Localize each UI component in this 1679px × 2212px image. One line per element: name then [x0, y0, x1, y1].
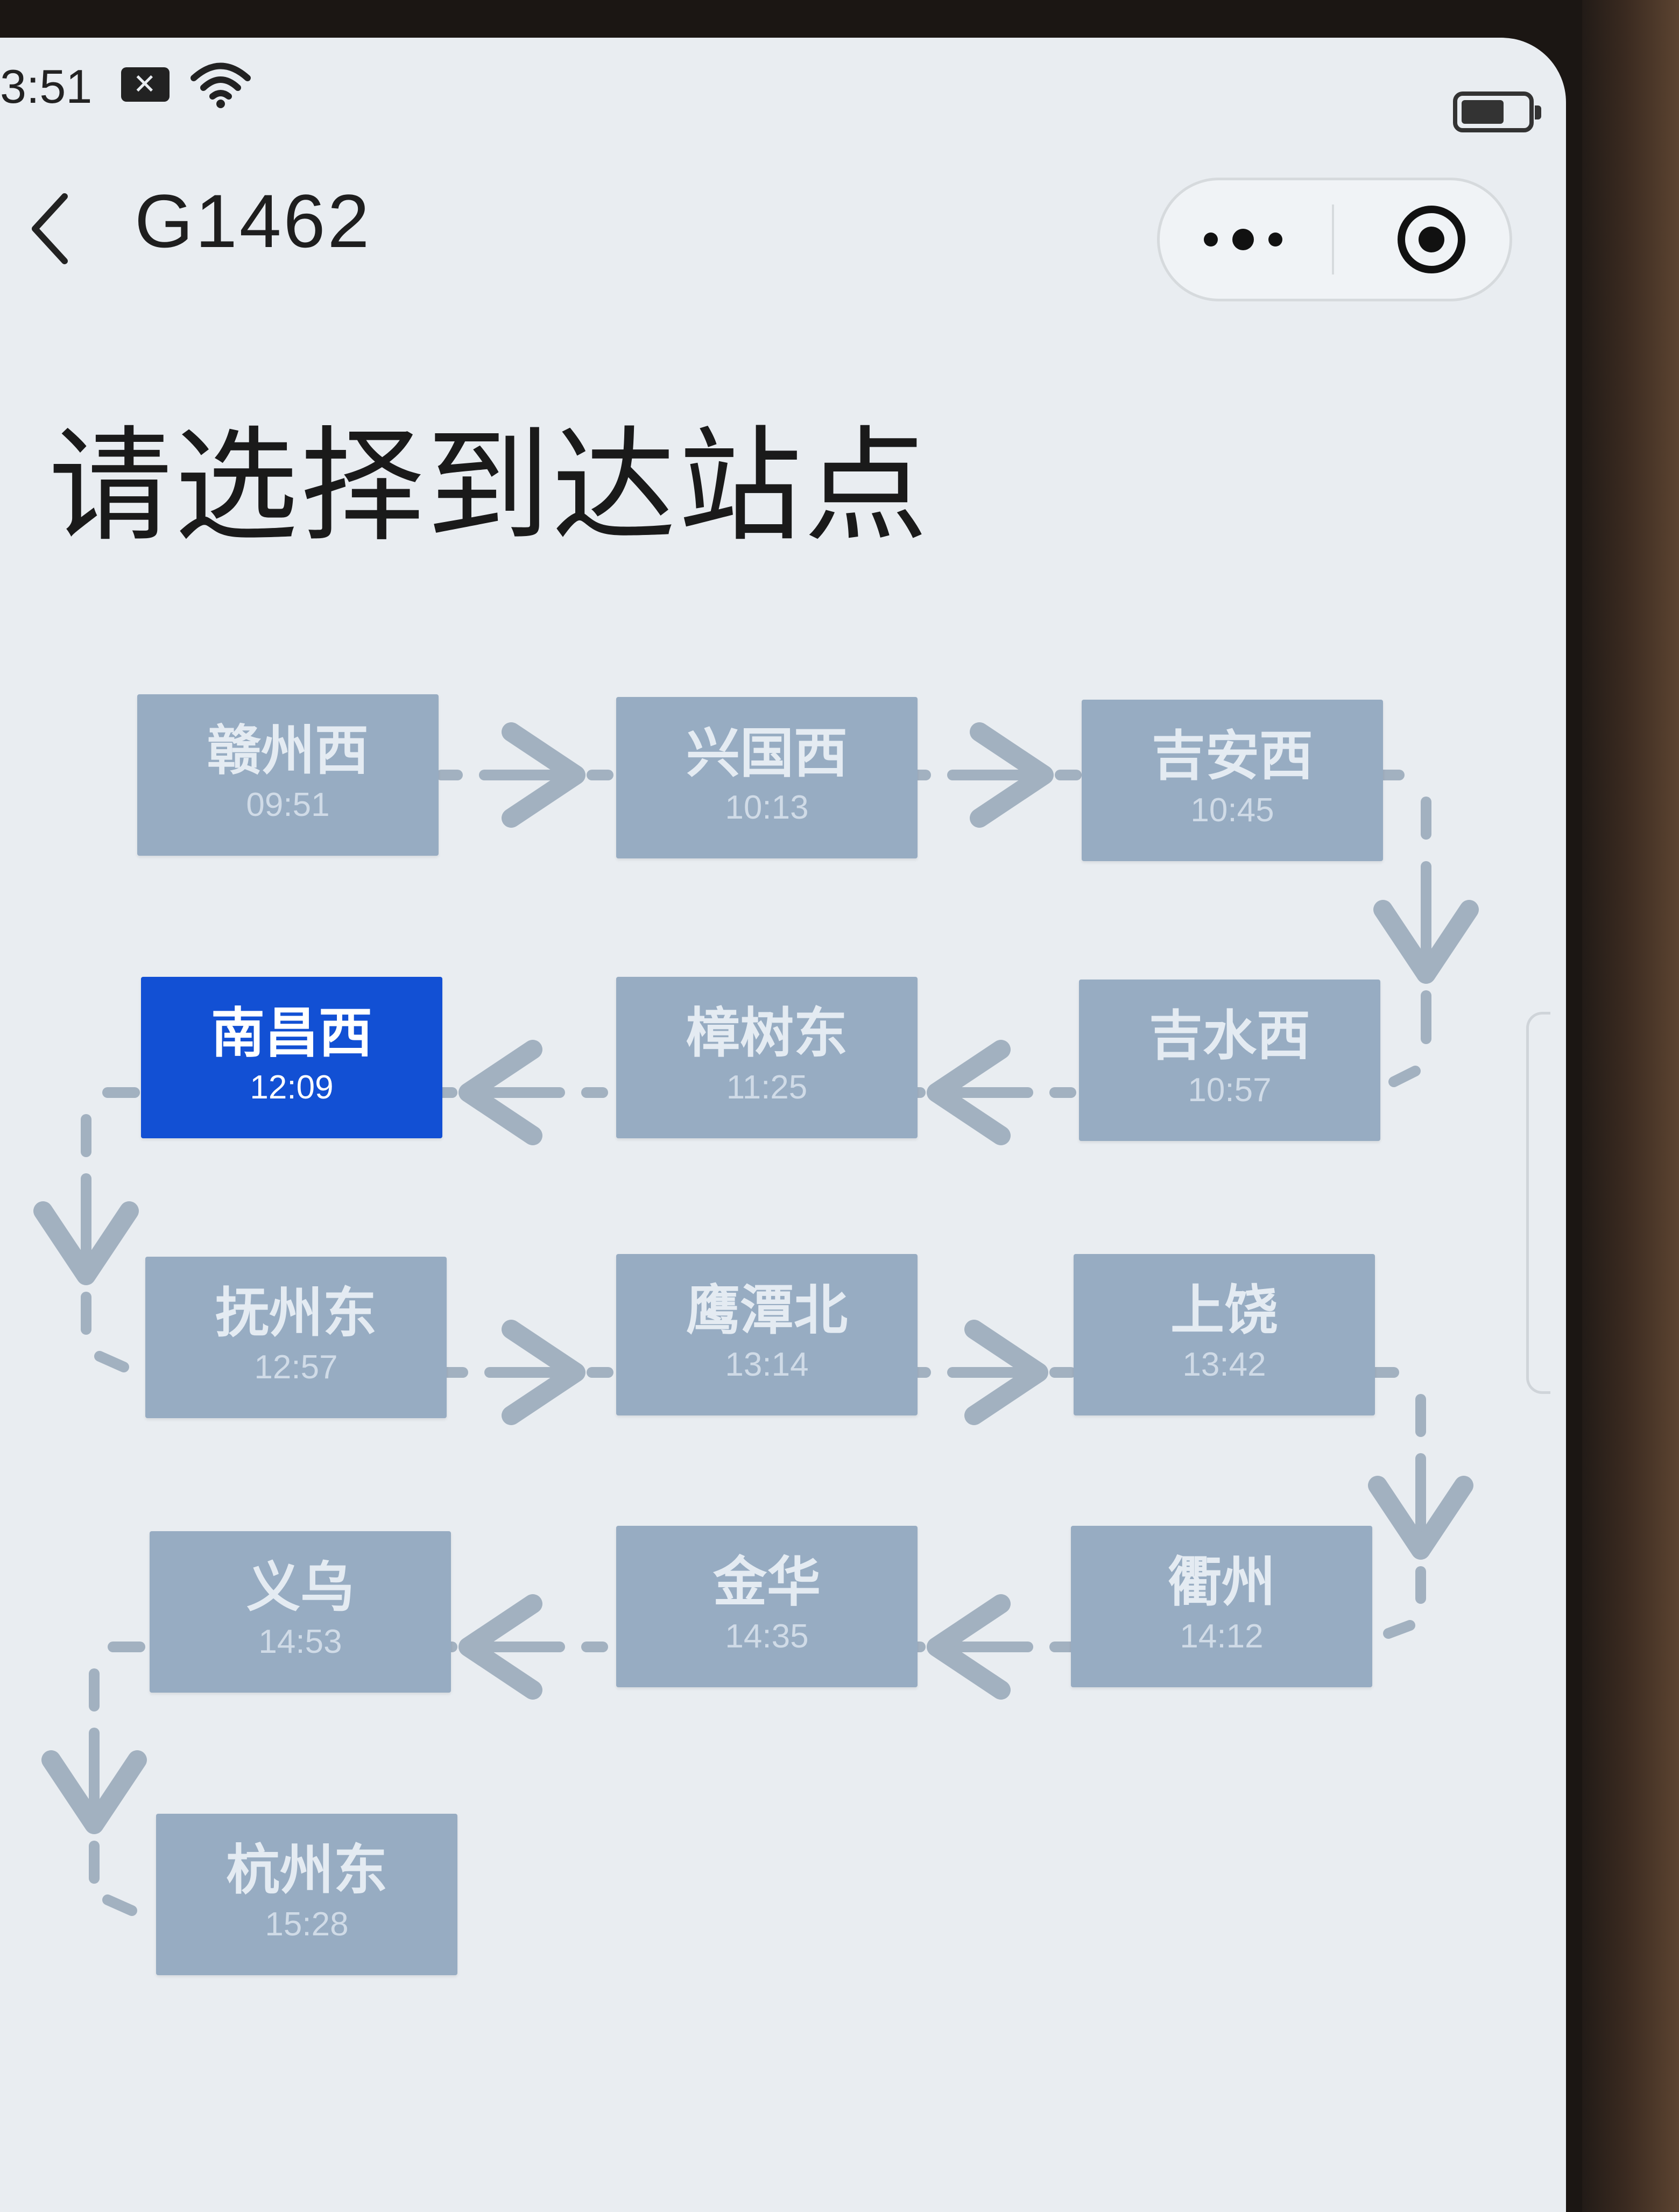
- station-tile[interactable]: 吉水西 10:57: [1079, 980, 1380, 1141]
- wifi-icon: [191, 62, 251, 108]
- phone-bezel: [1582, 0, 1679, 2212]
- station-tile[interactable]: 鹰潭北 13:14: [616, 1254, 918, 1415]
- station-time: 14:12: [1180, 1618, 1264, 1655]
- more-icon[interactable]: [1181, 205, 1305, 274]
- station-tile[interactable]: 义乌 14:53: [150, 1531, 451, 1693]
- station-name: 杭州东: [226, 1838, 387, 1901]
- station-tile[interactable]: 樟树东 11:25: [616, 977, 918, 1138]
- battery-icon: [1453, 91, 1541, 132]
- station-time: 11:25: [726, 1069, 808, 1106]
- station-tile[interactable]: 赣州西 09:51: [137, 694, 439, 856]
- station-time: 10:57: [1188, 1072, 1272, 1109]
- close-target-icon[interactable]: [1391, 199, 1472, 280]
- station-time: 13:14: [725, 1346, 809, 1383]
- station-name: 金华: [713, 1551, 821, 1614]
- station-time: 15:28: [265, 1906, 349, 1943]
- station-time: 10:13: [725, 789, 809, 826]
- station-tile[interactable]: 上饶 13:42: [1074, 1254, 1375, 1415]
- app-screen: 3:51 G1462 请选择到达站点: [0, 38, 1566, 2212]
- notification-x-icon: [121, 67, 170, 102]
- station-name: 上饶: [1170, 1279, 1278, 1342]
- station-tile[interactable]: 吉安西 10:45: [1082, 700, 1383, 861]
- station-tile[interactable]: 衢州 14:12: [1071, 1526, 1372, 1687]
- station-name: 南昌西: [211, 1002, 372, 1065]
- station-tile[interactable]: 抚州东 12:57: [145, 1257, 447, 1418]
- station-tile-selected[interactable]: 南昌西 12:09: [141, 977, 442, 1138]
- station-tile[interactable]: 金华 14:35: [616, 1526, 918, 1687]
- station-name: 赣州西: [207, 719, 369, 782]
- station-name: 兴国西: [686, 722, 848, 785]
- station-time: 12:09: [250, 1069, 334, 1106]
- station-time: 10:45: [1190, 792, 1274, 829]
- turn-down-left: [33, 1087, 140, 1372]
- turn-down-right: [1372, 770, 1479, 1087]
- capsule-divider: [1332, 205, 1334, 274]
- page-heading: 请选择到达站点: [48, 415, 930, 559]
- station-time: 09:51: [246, 786, 330, 823]
- back-icon[interactable]: [22, 188, 81, 269]
- station-name: 衢州: [1168, 1551, 1275, 1614]
- station-name: 义乌: [246, 1556, 354, 1619]
- turn-down-left: [41, 1642, 147, 1916]
- station-name: 吉水西: [1149, 1004, 1310, 1067]
- page-title: G1462: [135, 179, 372, 263]
- station-tile[interactable]: 兴国西 10:13: [616, 697, 918, 858]
- station-name: 吉安西: [1152, 724, 1313, 787]
- station-time: 14:53: [258, 1623, 342, 1660]
- station-time: 13:42: [1182, 1346, 1266, 1383]
- edge-handle: [1526, 1012, 1550, 1394]
- station-time: 12:57: [254, 1349, 338, 1386]
- station-tile[interactable]: 杭州东 15:28: [156, 1814, 457, 1975]
- station-name: 抚州东: [215, 1281, 377, 1344]
- station-name: 鹰潭北: [686, 1279, 848, 1342]
- route-connectors: [33, 722, 1479, 1916]
- mini-program-capsule: [1157, 178, 1512, 301]
- turn-down-right: [1367, 1367, 1473, 1639]
- station-name: 樟树东: [686, 1002, 848, 1065]
- status-bar: 3:51: [0, 38, 1566, 145]
- status-time: 3:51: [0, 60, 93, 113]
- station-time: 14:35: [725, 1618, 809, 1655]
